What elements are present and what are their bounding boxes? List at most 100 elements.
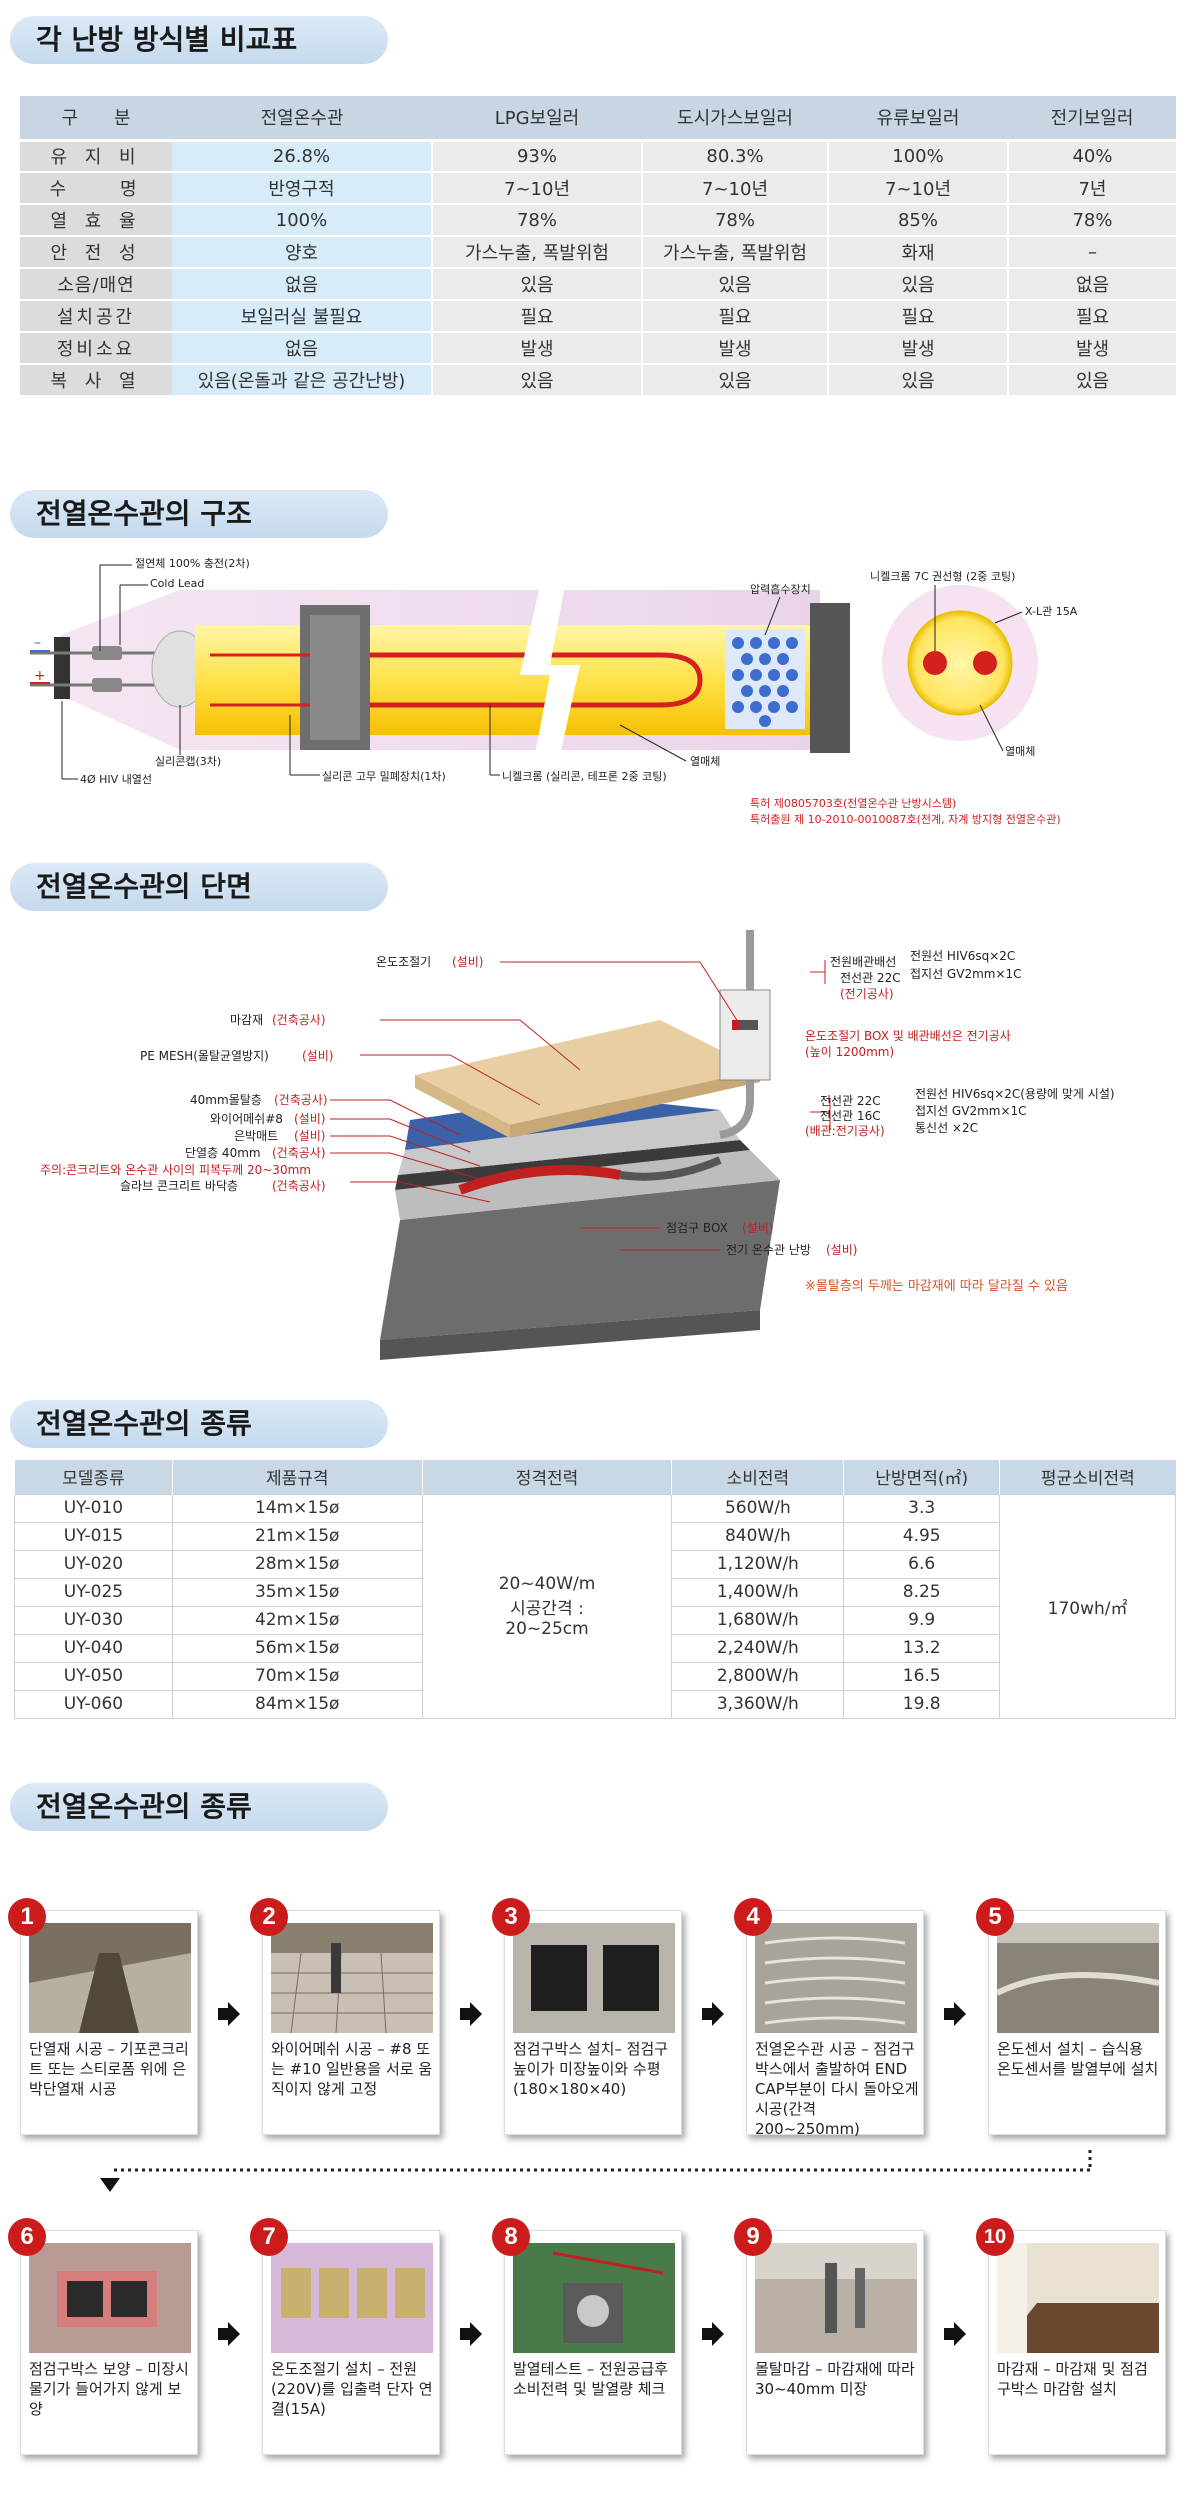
row-label: 유 지 비: [20, 140, 172, 173]
step-number-badge: 3: [492, 1898, 530, 1936]
cell-consumption: 1,400W/h: [671, 1577, 845, 1607]
end-block: [54, 637, 70, 699]
table-row: 소음/매연 없음 있음 있음 있음 없음: [20, 268, 1176, 301]
cell-area: 13.2: [843, 1633, 1001, 1663]
label-power-box: 전원배관배선: [830, 955, 896, 969]
step-caption: 발열테스트 – 전원공급후 소비전력 및 발열량 체크: [513, 2360, 669, 2398]
comparison-table: 구 분 전열온수관 LPG보일러 도시가스보일러 유류보일러 전기보일러 유 지…: [20, 96, 1176, 397]
step-card: 온도센서 설치 – 습식용 온도센서를 발열부에 설치: [988, 1910, 1166, 2135]
cell: 7년: [1007, 172, 1176, 205]
label-electric-pipe: 전기 온수관 난방: [726, 1243, 811, 1257]
cell-area: 8.25: [843, 1577, 1001, 1607]
step-number-badge: 10: [976, 2218, 1014, 2256]
cell-model: UY-060: [14, 1689, 173, 1719]
label-pressure: 압력흡수장치: [750, 582, 811, 596]
label-conduit-2: 전선관 16C: [820, 1109, 881, 1123]
step-number-badge: 8: [492, 2218, 530, 2256]
section-title-structure: 전열온수관의 구조: [10, 490, 388, 538]
label-mortar: 40mm몰탈층: [190, 1093, 262, 1107]
cell: 100%: [172, 204, 432, 237]
cell-area: 3.3: [843, 1493, 1001, 1523]
cell: 있음: [431, 268, 642, 301]
label-slab: 슬라브 콘크리트 바닥층: [120, 1179, 238, 1193]
step-number-badge: 2: [250, 1898, 288, 1936]
step-card: 온도조절기 설치 – 전원(220V)를 입출력 단자 연결(15A): [262, 2230, 440, 2455]
col-header: 전기보일러: [1008, 96, 1176, 142]
step-card: 점검구박스 보양 – 미장시 물기가 들어가지 않게 보양: [20, 2230, 198, 2455]
step-photo-insulation: [29, 1923, 191, 2033]
cell-model: UY-030: [14, 1605, 173, 1635]
step-caption: 와이어메쉬 시공 – #8 또는 #10 일반용을 서로 움직이지 않게 고정: [271, 2040, 433, 2098]
step-card: 몰탈마감 – 마감재에 따라 30~40mm 미장: [746, 2230, 924, 2455]
cell-area: 16.5: [843, 1661, 1001, 1691]
cell: 78%: [641, 204, 828, 237]
table-row: 정비소요 없음 발생 발생 발생 발생: [20, 332, 1176, 365]
cell: 있음: [641, 364, 828, 397]
cell: 100%: [827, 140, 1008, 173]
step-card: 발열테스트 – 전원공급후 소비전력 및 발열량 체크: [504, 2230, 682, 2455]
svg-text:+: +: [34, 668, 46, 684]
tag-finish: (건축공사): [272, 1013, 326, 1027]
kinds-table: 모델종류 제품규격 정격전력 소비전력 난방면적(㎡) 평균소비전력 UY-01…: [14, 1460, 1176, 1719]
step-photo-sensor: [997, 1923, 1159, 2033]
col-header: 소비전력: [671, 1460, 844, 1494]
table-row: 설치공간 보일러실 불필요 필요 필요 필요 필요: [20, 300, 1176, 333]
table-row: 안 전 성 양호 가스누출, 폭발위험 가스누출, 폭발위험 화재 –: [20, 236, 1176, 269]
cell: 있음: [431, 364, 642, 397]
step-caption: 점검구박스 보양 – 미장시 물기가 들어가지 않게 보양: [29, 2360, 189, 2418]
tag-wire-mesh: (설비): [294, 1112, 325, 1126]
cell-consumption: 1,680W/h: [671, 1605, 845, 1635]
tag-foil: (설비): [294, 1129, 325, 1143]
label-conduit-3: (배관:전기공사): [805, 1124, 885, 1138]
cell: 있음: [1007, 364, 1176, 397]
step-card: 마감재 – 마감재 및 점검구박스 마감함 설치: [988, 2230, 1166, 2455]
step-number-badge: 5: [976, 1898, 1014, 1936]
cell: 보일러실 불필요: [172, 300, 432, 333]
table-row: 복 사 열 있음(온돌과 같은 공간난방) 있음 있음 있음 있음: [20, 364, 1176, 397]
section-title-installation: 전열온수관의 종류: [10, 1783, 388, 1831]
label-wire-1: 전원선 HIV6sq×2C(용량에 맞게 시설): [915, 1087, 1115, 1101]
section-title-comparison: 각 난방 방식별 비교표: [10, 16, 388, 64]
cell: 78%: [431, 204, 642, 237]
cell-consumption: 2,800W/h: [671, 1661, 845, 1691]
label-thermostat: 온도조절기: [376, 955, 431, 969]
col-header: LPG보일러: [432, 96, 642, 142]
label-power-line-2: 접지선 GV2mm×1C: [910, 967, 1022, 981]
step-caption: 점검구박스 설치– 점검구높이가 미장높이와 수평(180×180×40): [513, 2040, 669, 2098]
step-card: 와이어메쉬 시공 – #8 또는 #10 일반용을 서로 움직이지 않게 고정: [262, 1910, 440, 2135]
cell: 있음(온돌과 같은 공간난방): [172, 364, 432, 397]
table-row: 열 효 율 100% 78% 78% 85% 78%: [20, 204, 1176, 237]
cell-rated-power: 20~40W/m 시공간격 : 20~25cm: [421, 1493, 673, 1719]
cell: 있음: [641, 268, 828, 301]
col-header: 전열온수관: [172, 96, 432, 142]
row-label: 복 사 열: [20, 364, 172, 397]
arrow-right-icon: [460, 2002, 482, 2026]
step-number-badge: 4: [734, 1898, 772, 1936]
col-header: 정격전력: [421, 1460, 672, 1494]
table-row: UY-030 42m×15ø 1,680W/h 9.9: [14, 1605, 1176, 1635]
col-header: 도시가스보일러: [642, 96, 828, 142]
svg-text:–: –: [34, 635, 41, 651]
label-check-box: 점검구 BOX: [666, 1221, 728, 1235]
cell-consumption: 2,240W/h: [671, 1633, 845, 1663]
cell: 7~10년: [431, 172, 642, 205]
cell: 없음: [172, 268, 432, 301]
cell: 발생: [1007, 332, 1176, 365]
step-photo-check-box: [513, 1923, 675, 2033]
arrow-right-icon: [460, 2322, 482, 2346]
cell: 없음: [1007, 268, 1176, 301]
cell: 26.8%: [172, 140, 432, 173]
label-pe-mesh: PE MESH(몰탈균열방지): [140, 1049, 269, 1063]
cell-area: 4.95: [843, 1521, 1001, 1551]
label-finish: 마감재: [230, 1013, 263, 1027]
table-row: UY-060 84m×15ø 3,360W/h 19.8: [14, 1689, 1176, 1719]
cell: 가스누출, 폭발위험: [431, 236, 642, 269]
col-header: 제품규격: [171, 1460, 423, 1494]
step-photo-finish: [997, 2243, 1159, 2353]
tag-mortar: (건축공사): [274, 1093, 328, 1107]
structure-diagram: – + 절연체 100% 충전(2차) Cold Lead 실리콘캡(3차) 4…: [30, 557, 1078, 826]
cell: –: [1007, 236, 1176, 269]
tag-thermostat: (설비): [452, 955, 483, 969]
label-heat-body: 열매체: [690, 755, 720, 768]
cell: 반영구적: [172, 172, 432, 205]
